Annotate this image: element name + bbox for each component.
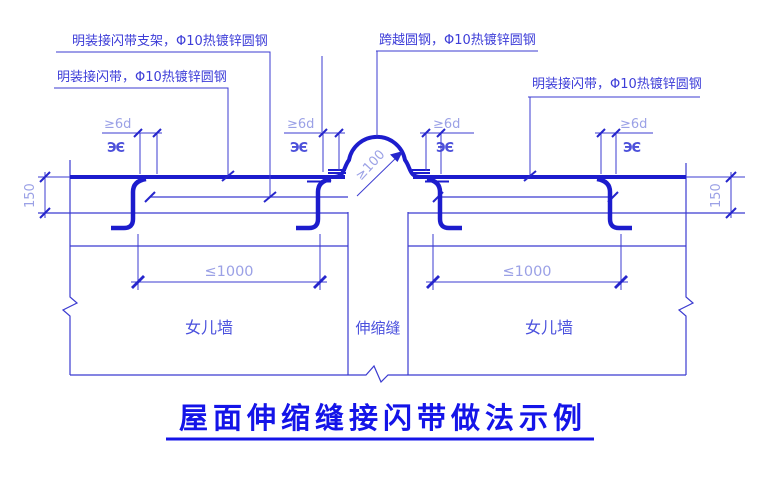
dim-tick — [614, 275, 628, 289]
parapet-label-right: 女儿墙 — [525, 318, 573, 337]
belt-bracket — [296, 176, 332, 231]
dim-lap-group-3: ≥6d ЭЄ — [420, 117, 474, 174]
expansion-joint-label: 伸缩缝 — [355, 319, 400, 337]
lap-dim-line — [595, 132, 653, 174]
wall-bottom-line — [70, 364, 686, 384]
dim-lap-group-1: ≥6d ЭЄ — [102, 117, 162, 174]
base-line-tick — [144, 191, 156, 203]
dim-tick — [725, 171, 737, 183]
dim-tick — [421, 128, 431, 138]
dim-tick — [133, 128, 143, 138]
clearance-arrow-line — [356, 154, 400, 197]
dim-tick — [313, 275, 327, 289]
leader-tick — [263, 191, 277, 203]
dim-arch-clearance: ≥100 — [353, 147, 403, 197]
callout-belt-left-label: 明装接闪带，Φ10热镀锌圆钢 — [57, 69, 227, 85]
dim-tick — [611, 128, 621, 138]
dim-tick — [725, 207, 737, 219]
dim-tick — [596, 128, 606, 138]
dim-tick — [39, 171, 51, 183]
parapet-structure — [38, 160, 745, 384]
leader-tick — [221, 170, 235, 182]
dim-tick — [318, 128, 328, 138]
lap-dim-line — [102, 132, 162, 174]
callout-crossing-label: 跨越圆钢，Φ10热镀锌圆钢 — [379, 32, 536, 48]
belt-brackets — [111, 176, 632, 231]
dim-lap-group-2: ≥6d ЭЄ — [284, 117, 345, 172]
clearance-label: ≥100 — [353, 147, 388, 183]
callout-belt-right-label: 明装接闪带，Φ10热镀锌圆钢 — [532, 76, 702, 92]
dim-tick — [436, 128, 446, 138]
lap-weld-symbol: ЭЄ — [436, 141, 454, 156]
lap-weld-symbol: ЭЄ — [290, 141, 308, 156]
callout-belt-right-leader — [528, 96, 700, 175]
spacing-label: ≤1000 — [502, 264, 551, 280]
spacing-label: ≤1000 — [204, 264, 253, 280]
lap-dim-line — [284, 132, 345, 172]
dim-tick — [334, 128, 344, 138]
lap-weld-symbol: ЭЄ — [623, 141, 641, 156]
callout-belt-left-leader — [54, 87, 229, 175]
height-label: 150 — [23, 183, 38, 208]
lap-dim-label: ≥6d — [620, 117, 647, 132]
lap-dim-label: ≥6d — [433, 117, 460, 132]
lap-dim-line — [420, 132, 474, 174]
callout-crossing-leader — [376, 50, 538, 136]
dim-height-right: 150 — [709, 171, 737, 219]
dim-height-left: 150 — [23, 171, 51, 219]
dim-spacing-right: ≤1000 — [426, 234, 628, 290]
lap-dim-label: ≥6d — [287, 117, 314, 132]
belt-bracket — [426, 176, 462, 231]
belt-bracket — [596, 176, 632, 231]
dim-tick — [39, 207, 51, 219]
right-wall-edge — [677, 163, 695, 375]
belt-bracket — [111, 176, 147, 231]
callout-bracket-leader — [56, 51, 271, 196]
lap-dim-label: ≥6d — [104, 117, 131, 132]
leader-tick — [523, 170, 537, 182]
lap-weld-symbol: ЭЄ — [107, 141, 125, 156]
area-labels: 女儿墙 伸缩缝 女儿墙 — [185, 318, 573, 337]
title-text: 屋面伸缩缝接闪带做法示例 — [179, 401, 587, 435]
dim-spacing-left: ≤1000 — [131, 234, 327, 290]
dim-tick — [152, 128, 162, 138]
clearance-arrowhead — [390, 151, 403, 162]
dim-lap-group-4: ≥6d ЭЄ — [595, 117, 653, 174]
callouts: 明装接闪带支架，Φ10热镀锌圆钢 明装接闪带，Φ10热镀锌圆钢 跨越圆钢，Φ10… — [54, 32, 702, 203]
height-label: 150 — [709, 183, 724, 208]
callout-bracket-label: 明装接闪带支架，Φ10热镀锌圆钢 — [72, 33, 268, 49]
drawing-title: 屋面伸缩缝接闪带做法示例 — [166, 401, 594, 441]
arch — [332, 134, 422, 179]
dim-tick — [131, 275, 145, 289]
left-wall-edge — [61, 160, 79, 375]
dim-tick — [426, 275, 440, 289]
parapet-label-left: 女儿墙 — [185, 318, 233, 337]
